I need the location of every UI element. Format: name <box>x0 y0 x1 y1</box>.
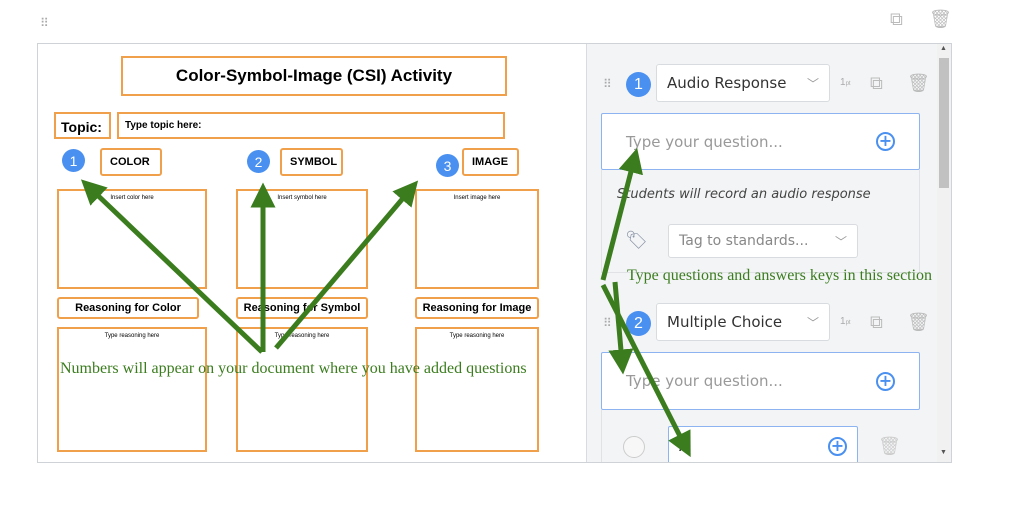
panel-annotation-caption: Type questions and answers keys in this … <box>627 267 933 284</box>
question-type-value: Audio Response <box>667 74 787 92</box>
copy-icon[interactable]: ⧉ <box>890 9 903 29</box>
scroll-up-icon[interactable]: ▲ <box>940 45 947 52</box>
reasoning-box-image[interactable]: Type reasoning here <box>415 327 539 452</box>
questions-panel: ⠿ 1 Audio Response﹀ 1pt ⧉ 🗑 Type your qu… <box>586 44 937 462</box>
copy-icon[interactable]: ⧉ <box>870 73 883 93</box>
scrollbar-thumb[interactable] <box>939 58 949 188</box>
trash-icon[interactable]: 🗑 <box>907 73 930 93</box>
add-icon[interactable]: + <box>828 436 847 456</box>
points-unit: pt <box>845 320 851 326</box>
reasoning-box-symbol[interactable]: Type reasoning here <box>236 327 368 452</box>
question-input-2[interactable]: Type your question... + <box>601 352 920 410</box>
reasoning-box-color[interactable]: Type reasoning here <box>57 327 207 452</box>
drag-handle-icon[interactable]: ⠿ <box>40 16 49 30</box>
trash-icon[interactable]: 🗑 <box>929 9 952 29</box>
question-marker-3[interactable]: 3 <box>436 154 459 177</box>
section-label-image: IMAGE <box>462 148 519 176</box>
symbol-box[interactable]: Insert symbol here <box>236 189 368 289</box>
question-marker-1[interactable]: 1 <box>62 149 85 172</box>
question-marker-2[interactable]: 2 <box>247 150 270 173</box>
points-value: 1 <box>840 316 846 327</box>
topic-label: Topic: <box>54 112 111 139</box>
question-input-1[interactable]: Type your question... + <box>601 113 920 170</box>
scroll-down-icon[interactable]: ▼ <box>940 449 947 456</box>
question-number-1: 1 <box>626 72 651 97</box>
points-1[interactable]: 1pt <box>840 77 851 88</box>
chevron-down-icon: ﹀ <box>834 234 847 249</box>
drag-handle-icon[interactable]: ⠿ <box>603 77 612 91</box>
option-a-value: A <box>679 437 690 455</box>
chevron-down-icon: ﹀ <box>806 76 819 91</box>
points-2[interactable]: 1pt <box>840 316 851 327</box>
question-placeholder: Type your question... <box>626 132 783 151</box>
reasoning-label-symbol: Reasoning for Symbol <box>236 297 368 319</box>
tag-standards-select[interactable]: Tag to standards... ﹀ <box>668 224 858 258</box>
image-box[interactable]: Insert image here <box>415 189 539 289</box>
tag-placeholder: Tag to standards... <box>679 233 809 249</box>
points-value: 1 <box>840 77 846 88</box>
reasoning-label-color: Reasoning for Color <box>57 297 199 319</box>
question-number-2: 2 <box>626 311 651 336</box>
add-icon[interactable]: + <box>876 132 895 151</box>
doc-annotation-caption: Numbers will appear on your document whe… <box>60 360 527 377</box>
editor-frame <box>37 43 952 463</box>
correct-answer-radio[interactable] <box>623 436 645 458</box>
copy-icon[interactable]: ⧉ <box>870 312 883 332</box>
trash-icon[interactable]: 🗑 <box>907 312 930 332</box>
topic-field[interactable]: Type topic here: <box>117 112 505 139</box>
question-type-select-2[interactable]: Multiple Choice ﹀ <box>656 303 830 341</box>
question-type-select-1[interactable]: Audio Response ﹀ <box>656 64 830 102</box>
drag-handle-icon[interactable]: ⠿ <box>603 316 612 330</box>
option-a-input[interactable]: A+ <box>668 426 858 462</box>
section-label-symbol: SYMBOL <box>280 148 343 176</box>
document-preview: Color-Symbol-Image (CSI) Activity Topic:… <box>38 44 586 462</box>
question-placeholder: Type your question... <box>626 372 783 390</box>
tag-icon: 🏷 <box>625 230 648 250</box>
section-label-color: COLOR <box>100 148 162 176</box>
color-box[interactable]: Insert color here <box>57 189 207 289</box>
trash-icon[interactable]: 🗑 <box>878 436 901 456</box>
points-unit: pt <box>845 81 851 87</box>
audio-response-note: Students will record an audio response <box>617 187 871 202</box>
chevron-down-icon: ﹀ <box>806 315 819 330</box>
reasoning-label-image: Reasoning for Image <box>415 297 539 319</box>
document-title: Color-Symbol-Image (CSI) Activity <box>121 56 507 96</box>
add-icon[interactable]: + <box>876 371 895 391</box>
question-type-value: Multiple Choice <box>667 313 783 331</box>
